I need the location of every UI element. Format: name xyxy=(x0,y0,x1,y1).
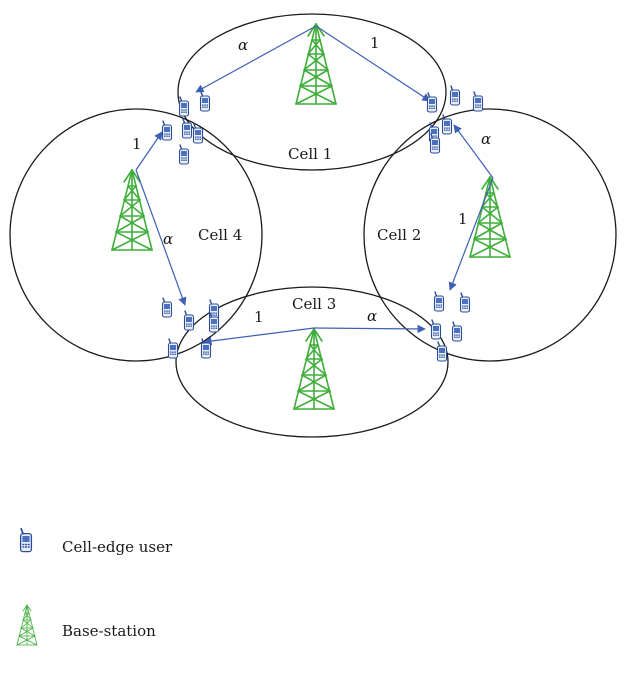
cell-3-label: Cell 3 xyxy=(292,295,336,313)
mobile-phone-icon xyxy=(433,291,445,312)
mobile-phone-icon xyxy=(161,297,173,318)
mobile-phone-icon xyxy=(178,144,190,165)
link-cell1-to-right-users xyxy=(315,25,431,102)
link-label-cell1-right: 1 xyxy=(370,34,380,52)
mobile-phone-icon xyxy=(199,91,211,112)
legend-station-label: Base-station xyxy=(62,622,156,640)
base-station-cell-1-icon xyxy=(295,23,337,105)
user-cluster-bottom-right xyxy=(430,291,471,362)
mobile-phone-icon xyxy=(436,341,448,362)
link-cell2-to-lower-users xyxy=(448,177,494,291)
cell-4-label: Cell 4 xyxy=(198,226,242,244)
cell-2-label: Cell 2 xyxy=(377,226,421,244)
link-cell3-to-right-users xyxy=(313,324,426,334)
link-cell1-to-left-users xyxy=(195,25,317,93)
mobile-phone-icon xyxy=(472,91,484,112)
cell-2-boundary xyxy=(363,108,617,362)
mobile-phone-icon xyxy=(161,120,173,141)
mobile-phone-icon xyxy=(430,319,442,340)
user-cluster-top-right xyxy=(426,85,484,154)
link-label-cell3-left: 1 xyxy=(254,308,264,326)
mobile-phone-icon xyxy=(441,114,453,135)
link-label-cell2-down: 1 xyxy=(458,210,468,228)
base-station-cell-4-icon xyxy=(111,169,153,251)
mobile-phone-icon xyxy=(459,292,471,313)
link-cell2-to-upper-users xyxy=(453,124,494,179)
legend-mobile-phone-icon xyxy=(19,527,33,553)
base-station-cell-3-icon xyxy=(293,328,335,410)
link-label-cell1-left: α xyxy=(238,36,248,54)
mobile-phone-icon xyxy=(449,85,461,106)
cell-4-boundary xyxy=(9,108,263,362)
link-label-cell4-down: α xyxy=(163,230,173,248)
link-cell4-to-upper-users xyxy=(135,131,163,171)
mobile-phone-icon xyxy=(167,338,179,359)
mobile-phone-icon xyxy=(178,96,190,117)
link-label-cell4-up: 1 xyxy=(132,135,142,153)
base-station-cell-2-icon xyxy=(469,176,511,258)
link-label-cell3-right: α xyxy=(367,307,377,325)
link-cell3-to-left-users xyxy=(203,327,315,346)
mobile-phone-icon xyxy=(426,92,438,113)
mobile-phone-icon xyxy=(183,310,195,331)
legend-user-label: Cell-edge user xyxy=(62,538,173,556)
legend-base-station-icon xyxy=(16,604,38,646)
link-cell4-to-lower-users xyxy=(135,169,187,306)
cell-1-label: Cell 1 xyxy=(288,145,332,163)
link-label-cell2-up: α xyxy=(481,130,491,148)
cell-3-boundary xyxy=(175,286,449,438)
mobile-phone-icon xyxy=(451,321,463,342)
cell-1-boundary xyxy=(177,13,447,171)
legend: Cell-edge user Base-station xyxy=(16,527,173,646)
